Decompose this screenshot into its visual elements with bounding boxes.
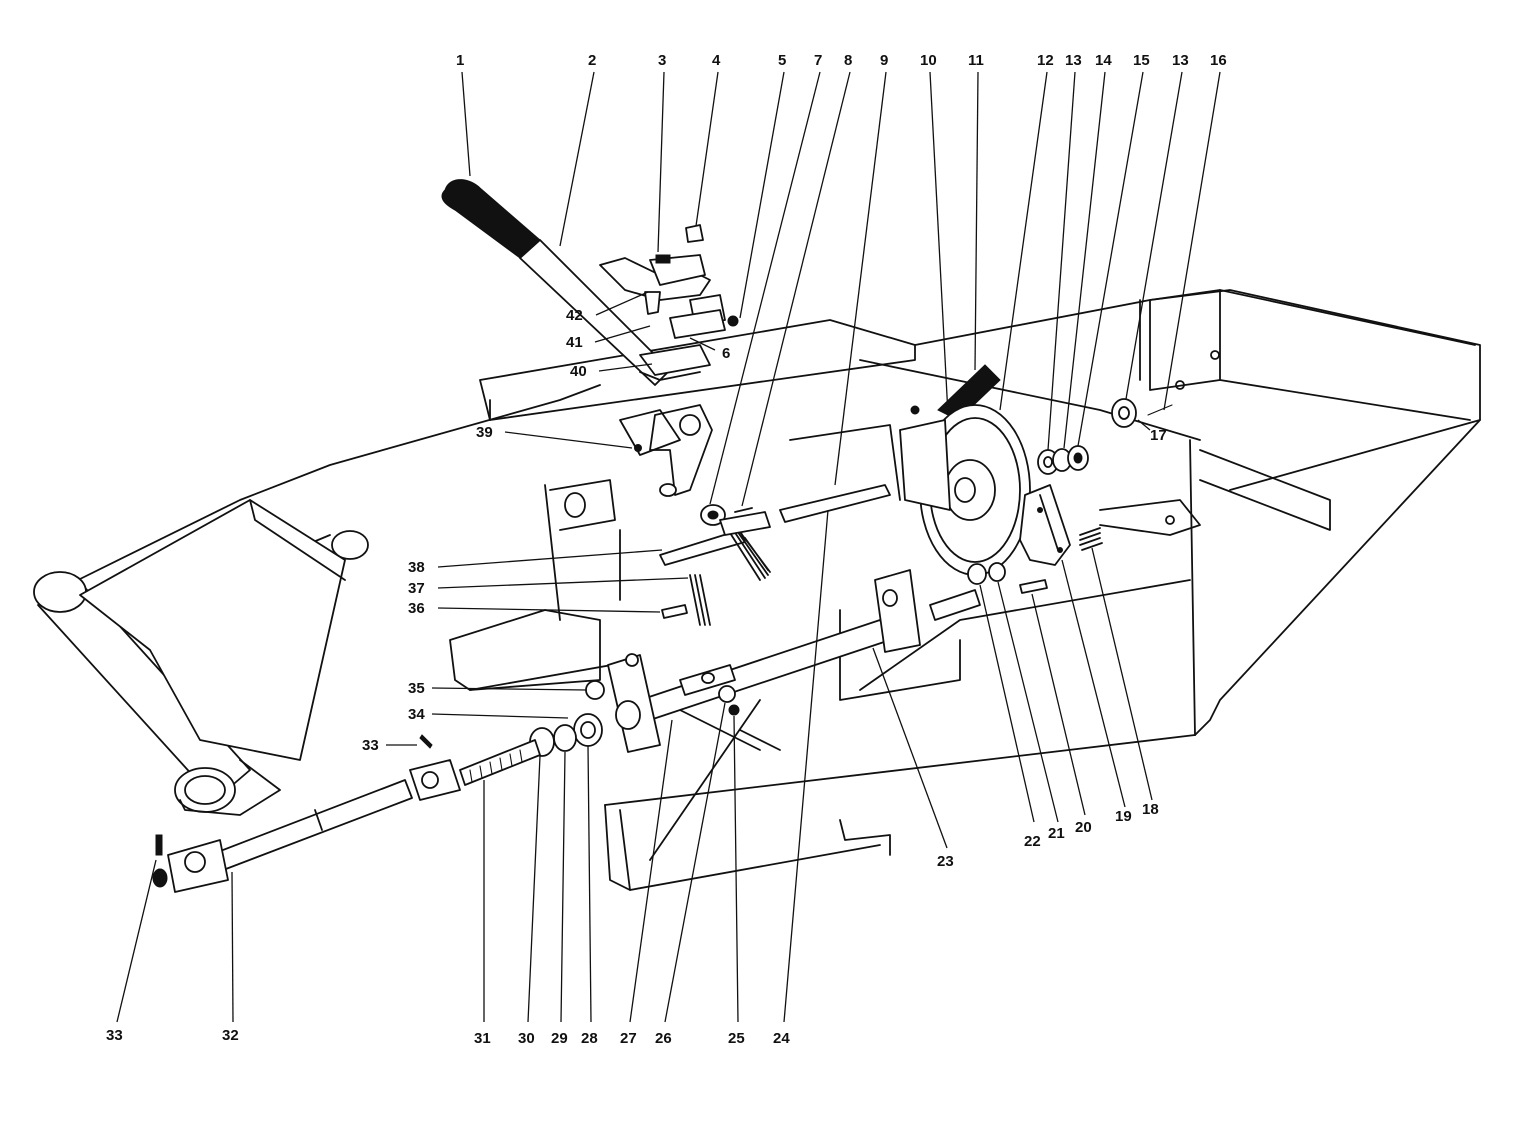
callout-1: 1 bbox=[456, 52, 464, 69]
callout-2: 2 bbox=[588, 52, 596, 69]
callout-15: 15 bbox=[1133, 52, 1150, 69]
leader-lines bbox=[116, 71, 1221, 1023]
callout-18: 18 bbox=[1142, 801, 1159, 818]
callout-17: 17 bbox=[1150, 427, 1167, 444]
callout-11: 11 bbox=[968, 52, 984, 69]
callout-20: 20 bbox=[1075, 819, 1092, 836]
callout-5: 5 bbox=[778, 52, 786, 69]
callout-9: 9 bbox=[880, 52, 888, 69]
callout-19: 19 bbox=[1115, 808, 1132, 825]
callout-35: 35 bbox=[408, 680, 425, 697]
idler-bracket bbox=[929, 484, 1103, 621]
callout-31: 31 bbox=[474, 1030, 491, 1047]
pto-linkage bbox=[619, 404, 713, 497]
callout-38: 38 bbox=[408, 559, 425, 576]
callout-42: 42 bbox=[566, 307, 583, 324]
callout-37: 37 bbox=[408, 580, 425, 597]
callout-39: 39 bbox=[476, 424, 493, 441]
callout-27: 27 bbox=[620, 1030, 637, 1047]
callout-33-lower: 33 bbox=[106, 1027, 123, 1044]
callout-40: 40 bbox=[570, 363, 587, 380]
callout-4: 4 bbox=[712, 52, 721, 69]
callout-25: 25 bbox=[728, 1030, 745, 1047]
lever-bracket bbox=[599, 224, 739, 376]
pto-shaft-support bbox=[607, 569, 921, 753]
callout-34: 34 bbox=[408, 706, 425, 723]
callout-22: 22 bbox=[1024, 833, 1041, 850]
callout-32: 32 bbox=[222, 1027, 239, 1044]
callout-3: 3 bbox=[658, 52, 666, 69]
callout-14: 14 bbox=[1095, 52, 1112, 69]
callout-6: 6 bbox=[722, 345, 730, 362]
callout-23: 23 bbox=[937, 853, 954, 870]
callout-16: 16 bbox=[1210, 52, 1227, 69]
callout-10: 10 bbox=[920, 52, 937, 69]
drive-shaft bbox=[152, 680, 605, 893]
callout-labels: 1 2 3 4 5 6 7 8 9 10 11 12 13 14 15 13 1… bbox=[106, 52, 1227, 1047]
callout-28: 28 bbox=[581, 1030, 598, 1047]
callout-13b: 13 bbox=[1172, 52, 1189, 69]
callout-26: 26 bbox=[655, 1030, 672, 1047]
callout-7: 7 bbox=[814, 52, 822, 69]
callout-36: 36 bbox=[408, 600, 425, 617]
callout-29: 29 bbox=[551, 1030, 568, 1047]
callout-12: 12 bbox=[1037, 52, 1054, 69]
callout-24: 24 bbox=[773, 1030, 790, 1047]
springs-and-rods bbox=[659, 484, 891, 626]
callout-30: 30 bbox=[518, 1030, 535, 1047]
pulley-assembly bbox=[899, 364, 1137, 576]
callout-13a: 13 bbox=[1065, 52, 1082, 69]
callout-21: 21 bbox=[1048, 825, 1065, 842]
tractor-frame bbox=[33, 289, 1481, 891]
callout-41: 41 bbox=[566, 334, 583, 351]
callout-8: 8 bbox=[844, 52, 852, 69]
callout-33-upper: 33 bbox=[362, 737, 379, 754]
